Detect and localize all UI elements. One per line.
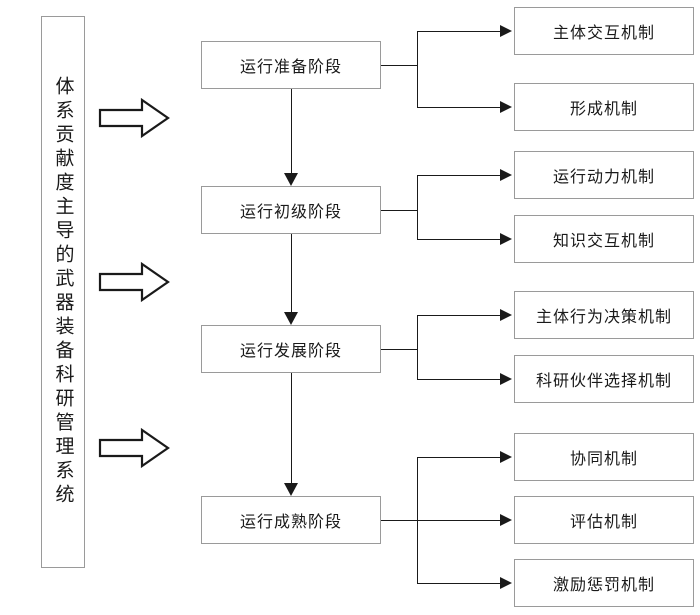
branch-3-stub: [381, 349, 417, 350]
stage-box-3-label: 运行发展阶段: [239, 343, 342, 360]
mechanism-box-6-label: 科研伙伴选择机制: [535, 373, 672, 390]
stage-connector-2-arrowhead: [284, 312, 298, 325]
branch-3-spine: [417, 315, 418, 379]
branch-2-spine: [417, 175, 418, 240]
stage-connector-1-line: [291, 89, 292, 173]
mechanism-box-2-label: 形成机制: [569, 101, 638, 118]
system-title-panel: 体系贡献度主导的武器装备科研管理系统: [41, 16, 85, 568]
mechanism-box-4-label: 知识交互机制: [552, 233, 655, 250]
block-arrow-2: [98, 261, 170, 303]
branch-3-arrowhead-2: [500, 373, 512, 385]
mechanism-box-3-label: 运行动力机制: [552, 169, 655, 186]
stage-box-2[interactable]: 运行初级阶段: [201, 186, 381, 234]
branch-4-arm-3: [417, 583, 502, 584]
block-arrow-1: [98, 97, 170, 139]
mechanism-box-4[interactable]: 知识交互机制: [514, 215, 694, 263]
mechanism-box-6[interactable]: 科研伙伴选择机制: [514, 355, 694, 403]
stage-connector-2-line: [291, 234, 292, 312]
mechanism-box-5[interactable]: 主体行为决策机制: [514, 291, 694, 339]
stage-connector-3-arrowhead: [284, 483, 298, 496]
branch-4-arrowhead-1: [500, 451, 512, 463]
mechanism-box-2[interactable]: 形成机制: [514, 83, 694, 131]
branch-2-arrowhead-2: [500, 233, 512, 245]
mechanism-box-3[interactable]: 运行动力机制: [514, 151, 694, 199]
branch-4-arrowhead-2: [500, 514, 512, 526]
stage-connector-1-arrowhead: [284, 173, 298, 186]
branch-1-stub: [381, 65, 417, 66]
mechanism-box-8-label: 评估机制: [569, 514, 638, 531]
branch-2-arrowhead-1: [500, 169, 512, 181]
stage-box-4-label: 运行成熟阶段: [239, 514, 342, 531]
block-arrow-3: [98, 427, 170, 469]
branch-1-spine: [417, 31, 418, 108]
branch-1-arm-2: [417, 107, 502, 108]
stage-box-1-label: 运行准备阶段: [239, 59, 342, 76]
mechanism-box-9-label: 激励惩罚机制: [552, 577, 655, 594]
branch-1-arm-1: [417, 31, 502, 32]
branch-4-arm-2: [417, 520, 502, 521]
branch-3-arrowhead-1: [500, 309, 512, 321]
mechanism-box-1-label: 主体交互机制: [552, 25, 655, 42]
mechanism-box-1[interactable]: 主体交互机制: [514, 7, 694, 55]
system-title-text: 体系贡献度主导的武器装备科研管理系统: [52, 76, 74, 508]
stage-box-3[interactable]: 运行发展阶段: [201, 325, 381, 373]
branch-3-arm-2: [417, 379, 502, 380]
branch-2-arm-2: [417, 239, 502, 240]
branch-2-stub: [381, 210, 417, 211]
branch-4-arm-1: [417, 457, 502, 458]
branch-4-stub: [381, 520, 417, 521]
mechanism-box-8[interactable]: 评估机制: [514, 496, 694, 544]
branch-4-arrowhead-3: [500, 577, 512, 589]
branch-1-arrowhead-1: [500, 25, 512, 37]
mechanism-box-7[interactable]: 协同机制: [514, 433, 694, 481]
branch-3-arm-1: [417, 315, 502, 316]
mechanism-box-7-label: 协同机制: [569, 451, 638, 468]
stage-box-1[interactable]: 运行准备阶段: [201, 41, 381, 89]
mechanism-box-9[interactable]: 激励惩罚机制: [514, 559, 694, 607]
branch-2-arm-1: [417, 175, 502, 176]
stage-connector-3-line: [291, 373, 292, 483]
stage-box-2-label: 运行初级阶段: [239, 204, 342, 221]
stage-box-4[interactable]: 运行成熟阶段: [201, 496, 381, 544]
branch-1-arrowhead-2: [500, 101, 512, 113]
mechanism-box-5-label: 主体行为决策机制: [535, 309, 672, 326]
